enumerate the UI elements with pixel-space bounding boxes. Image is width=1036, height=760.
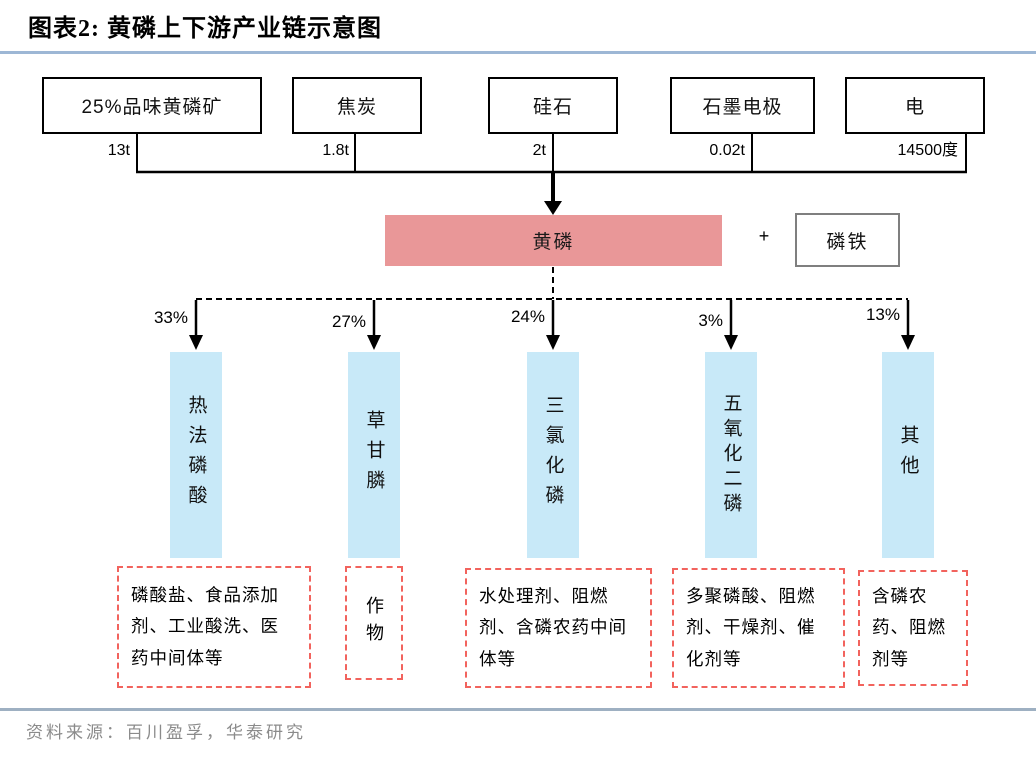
application-box-label: 作物 [364, 596, 385, 650]
footer-rule [0, 708, 1036, 711]
downstream-node-thermal-phosphoric-acid: 热法磷酸 [170, 352, 222, 558]
title-rule [0, 51, 1036, 54]
downstream-node-label: 其他 [897, 425, 919, 485]
share-label: 3% [698, 311, 723, 330]
input-node-electricity: 电 [845, 77, 985, 134]
share-label: 27% [331, 312, 366, 331]
downstream-node-label: 五氧化二磷 [720, 392, 742, 518]
application-box: 含磷农药、阻燃剂等 [858, 570, 968, 686]
byproduct-node-ferrophosphorus: 磷铁 [795, 213, 900, 267]
input-amount: 13t [107, 142, 130, 159]
downstream-node-phosphorus-trichloride: 三氯化磷 [527, 352, 579, 558]
input-amount: 0.02t [709, 142, 745, 159]
input-amount: 1.8t [322, 142, 349, 159]
source-note: 资料来源：百川盈孚，华泰研究 [26, 723, 306, 742]
downstream-node-label: 草甘膦 [363, 410, 385, 500]
input-node-silica: 硅石 [488, 77, 618, 134]
input-node-graphite-electrode: 石墨电极 [670, 77, 815, 134]
downstream-node-phosphorus-pentoxide: 五氧化二磷 [705, 352, 757, 558]
share-label: 24% [510, 307, 545, 326]
application-box: 磷酸盐、食品添加剂、工业酸洗、医药中间体等 [117, 566, 311, 688]
application-box: 作物 [345, 566, 403, 680]
product-node-yellow-phosphorus: 黄磷 [385, 215, 722, 266]
input-node-phosphate-ore: 25%品味黄磷矿 [42, 77, 262, 134]
share-label: 33% [153, 308, 188, 327]
input-amount: 2t [532, 142, 546, 159]
plus-sign: + [758, 226, 770, 246]
downstream-node-label: 三氯化磷 [542, 395, 564, 515]
share-label: 13% [865, 305, 900, 324]
application-box: 水处理剂、阻燃剂、含磷农药中间体等 [465, 568, 652, 688]
downstream-node-label: 热法磷酸 [185, 395, 207, 515]
figure-title: 图表2: 黄磷上下游产业链示意图 [28, 16, 382, 42]
downstream-node-others: 其他 [882, 352, 934, 558]
input-node-coke: 焦炭 [292, 77, 422, 134]
downstream-node-glyphosate: 草甘膦 [348, 352, 400, 558]
input-amount: 14500度 [897, 142, 959, 159]
application-box: 多聚磷酸、阻燃剂、干燥剂、催化剂等 [672, 568, 845, 688]
